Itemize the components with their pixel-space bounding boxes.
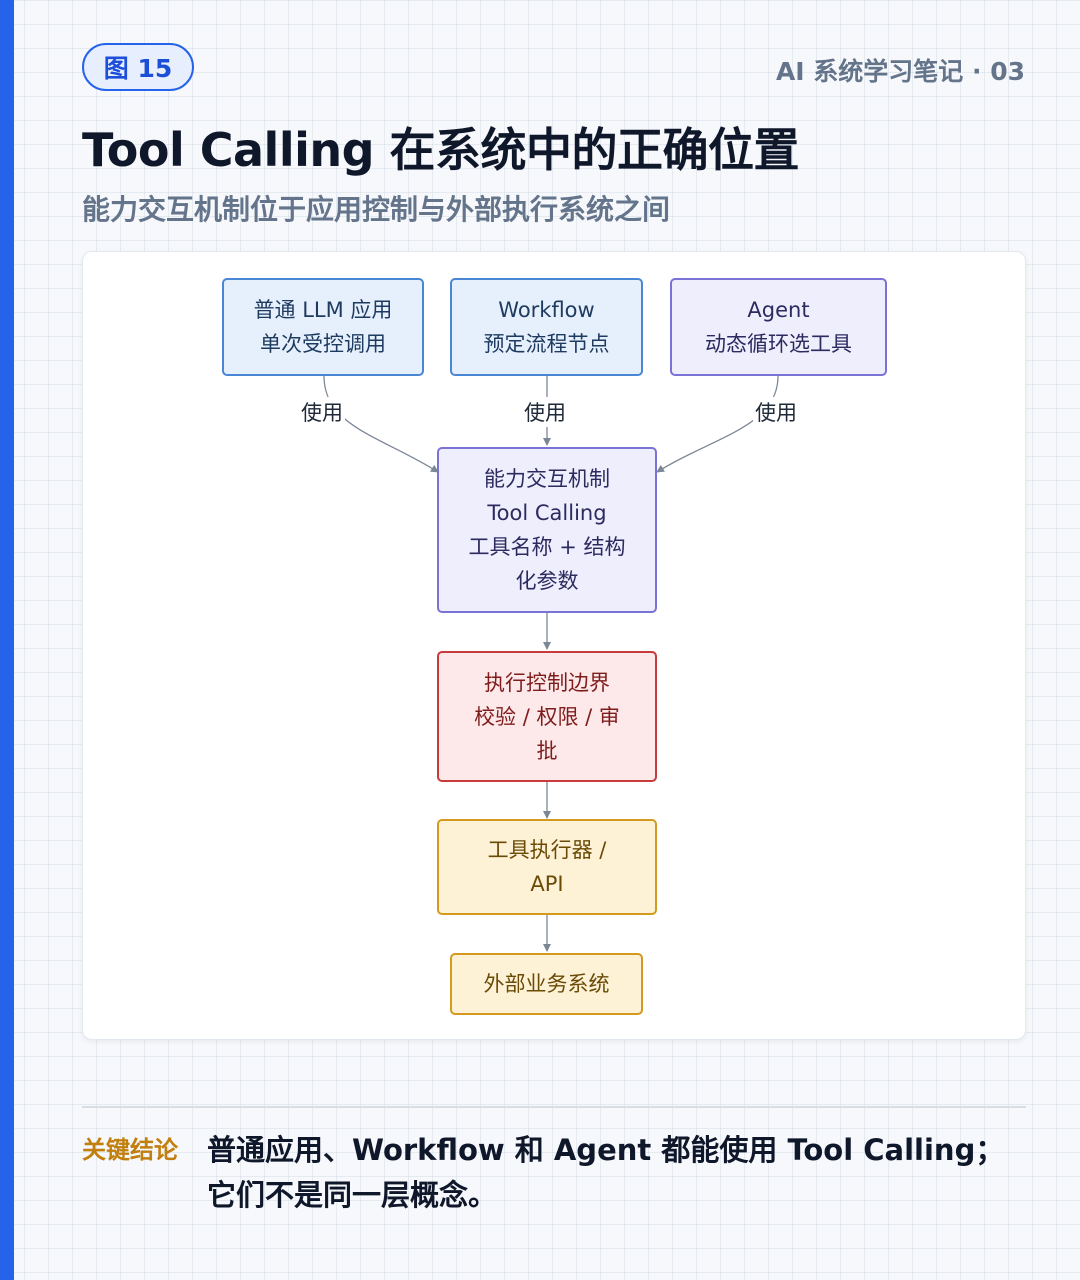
node-llm-app: 普通 LLM 应用 单次受控调用 [222,278,424,376]
node-tool-calling-line4: 化参数 [515,569,579,593]
node-executor-line2: API [530,872,564,896]
page-subtitle: 能力交互机制位于应用控制与外部执行系统之间 [82,193,671,226]
edge-label-middle: 使用 [522,397,568,427]
node-agent: Agent 动态循环选工具 [670,278,887,376]
node-exec-control-line1: 执行控制边界 [484,670,610,695]
figure-badge: 图 15 [82,43,194,91]
edge-label-left: 使用 [299,397,345,427]
node-external-line1: 外部业务系统 [483,972,610,996]
node-exec-control: 执行控制边界 校验 / 权限 / 审 批 [437,651,657,782]
node-executor: 工具执行器 / API [437,819,657,915]
series-label: AI 系统学习笔记 · 03 [775,57,1025,86]
edge-llm-to-tool [323,375,439,473]
node-tool-calling-line2: Tool Calling [487,501,607,525]
node-workflow-line2: 预定流程节点 [483,332,610,356]
diagram-panel: 使用 使用 使用 普通 LLM 应用 单次受控调用 Workflow 预定流程节… [82,251,1026,1040]
node-tool-calling-line3: 工具名称 + 结构 [468,535,626,559]
page-title: Tool Calling 在系统中的正确位置 [82,123,800,177]
section-divider [82,1106,1026,1108]
diagram-edges [323,375,779,952]
node-tool-calling: 能力交互机制 Tool Calling 工具名称 + 结构 化参数 [437,447,657,613]
node-workflow-line1: Workflow [498,298,595,322]
node-tool-calling-line1: 能力交互机制 [484,467,610,491]
node-workflow: Workflow 预定流程节点 [450,278,643,376]
node-llm-app-line2: 单次受控调用 [260,332,386,356]
accent-side-bar [0,0,14,1280]
node-exec-control-line3: 批 [536,738,558,763]
node-external: 外部业务系统 [450,953,643,1015]
node-agent-line2: 动态循环选工具 [705,332,852,356]
node-llm-app-line1: 普通 LLM 应用 [253,298,393,322]
node-executor-line1: 工具执行器 / [487,838,607,862]
conclusion-label: 关键结论 [82,1136,178,1164]
edge-agent-to-tool [656,375,779,473]
node-agent-line1: Agent [747,298,810,322]
conclusion-text: 普通应用、Workflow 和 Agent 都能使用 Tool Calling；… [207,1133,1005,1212]
node-exec-control-line2: 校验 / 权限 / 审 [474,704,620,729]
edge-label-right: 使用 [753,397,799,427]
